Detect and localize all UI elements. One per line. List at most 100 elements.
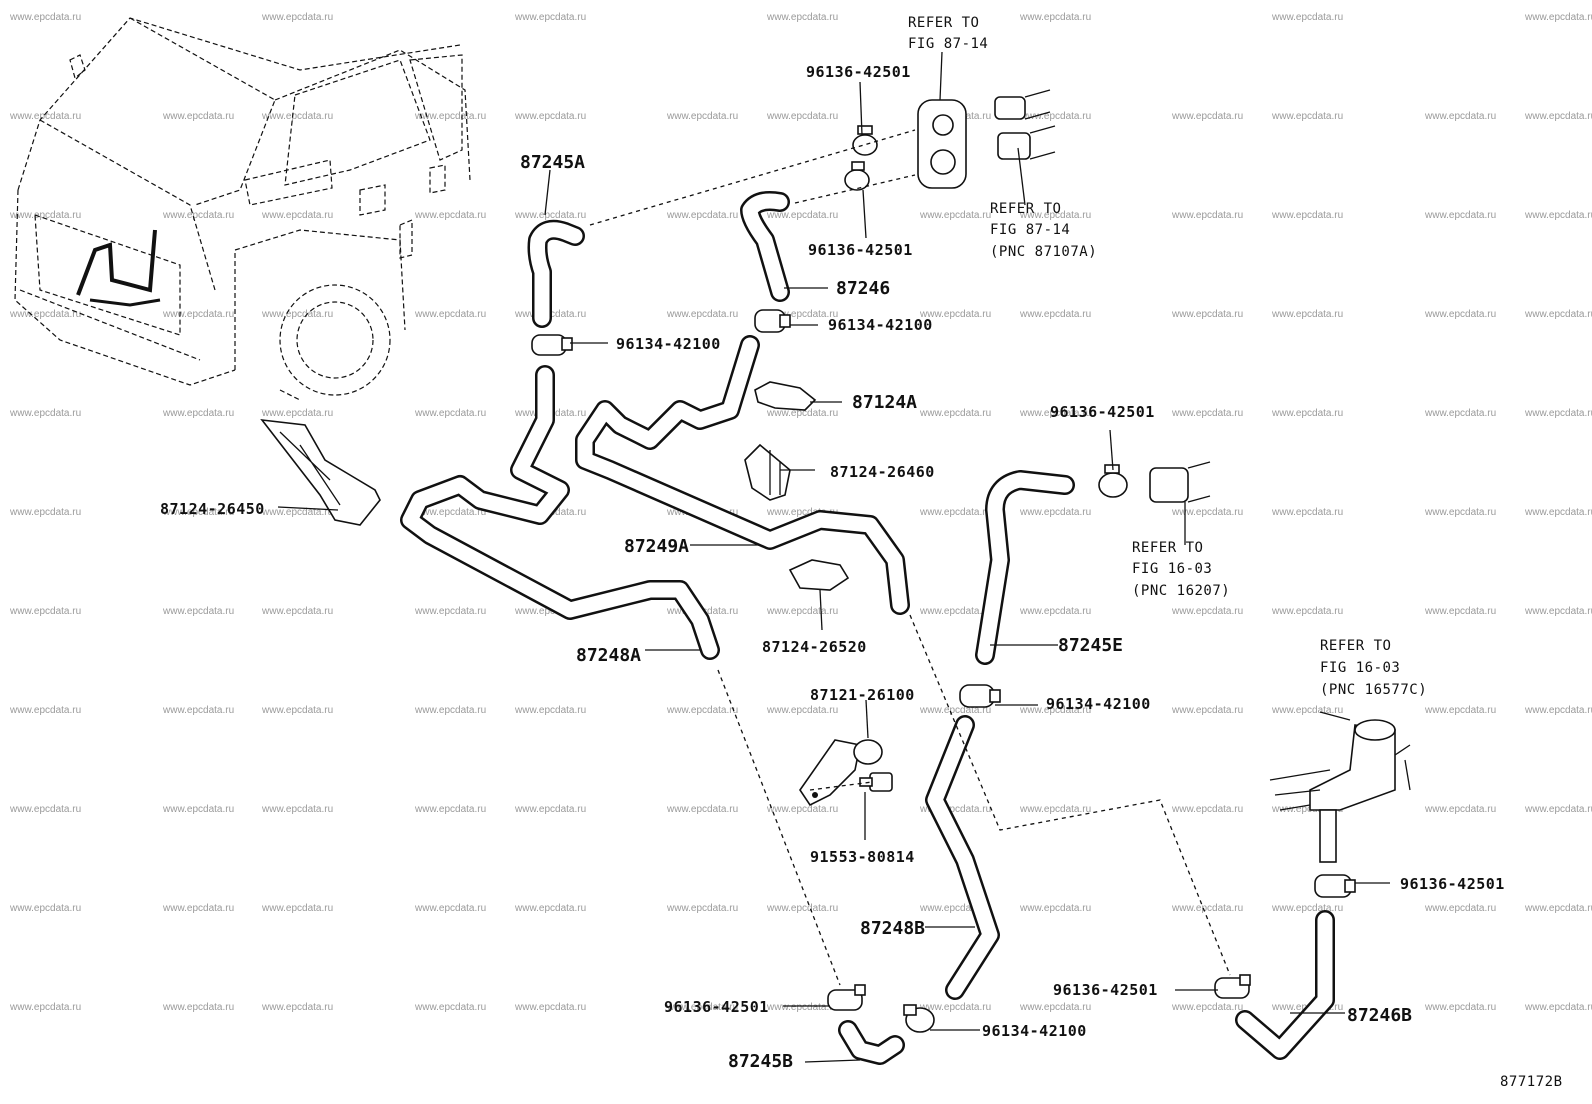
ref-note-2[interactable]: REFER TO FIG 87-14 (PNC 87107A) <box>990 201 1097 260</box>
clamp-96136-42501-upper <box>852 125 878 156</box>
watermark-text: www.epcdata.ru <box>1271 408 1343 419</box>
connection-lines <box>589 129 1231 986</box>
watermark-text: www.epcdata.ru <box>414 309 486 320</box>
callout-87245a[interactable]: 87245A <box>520 152 585 173</box>
watermark-text: www.epcdata.ru <box>162 507 234 518</box>
watermark-text: www.epcdata.ru <box>9 111 81 122</box>
watermark-text: www.epcdata.ru <box>919 903 991 914</box>
watermark-text: www.epcdata.ru <box>514 705 586 716</box>
callout-87124-26520[interactable]: 87124-26520 <box>762 638 867 656</box>
watermark-text: www.epcdata.ru <box>766 903 838 914</box>
callout-96134-42100-1[interactable]: 96134-42100 <box>616 335 721 353</box>
watermark-text: www.epcdata.ru <box>162 210 234 221</box>
watermark-text: www.epcdata.ru <box>1424 408 1496 419</box>
watermark-text: www.epcdata.ru <box>766 606 838 617</box>
ref-note-3[interactable]: REFER TO FIG 16-03 (PNC 16207) <box>1132 540 1230 599</box>
callout-87124-26450[interactable]: 87124-26450 <box>160 500 265 518</box>
watermark-text: www.epcdata.ru <box>1424 111 1496 122</box>
watermark-text: www.epcdata.ru <box>261 408 333 419</box>
callout-87246b[interactable]: 87246B <box>1347 1005 1412 1026</box>
watermark-text: www.epcdata.ru <box>666 309 738 320</box>
watermark-text: www.epcdata.ru <box>919 705 991 716</box>
callout-96136-42501-1[interactable]: 96136-42501 <box>806 63 911 81</box>
watermark-text: www.epcdata.ru <box>162 606 234 617</box>
watermark-text: www.epcdata.ru <box>1271 210 1343 221</box>
watermark-text: www.epcdata.ru <box>1424 507 1496 518</box>
callout-96136-42501-5[interactable]: 96136-42501 <box>664 998 769 1016</box>
ref-note-4[interactable]: REFER TO FIG 16-03 (PNC 16577C) <box>1320 638 1427 698</box>
watermark-text: www.epcdata.ru <box>1171 705 1243 716</box>
watermark-text: www.epcdata.ru <box>414 507 486 518</box>
hose-87245a <box>527 219 585 328</box>
watermark-text: www.epcdata.ru <box>261 507 333 518</box>
watermark-text: www.epcdata.ru <box>1424 705 1496 716</box>
watermark-text: www.epcdata.ru <box>9 210 81 221</box>
watermark-text: www.epcdata.ru <box>1271 606 1343 617</box>
watermark-text: www.epcdata.ru <box>414 804 486 815</box>
clamp-96134-42100-e <box>959 684 1001 708</box>
callout-87245e[interactable]: 87245E <box>1058 635 1123 656</box>
callout-96134-42100-2[interactable]: 96134-42100 <box>828 316 933 334</box>
watermark-text: www.epcdata.ru <box>666 705 738 716</box>
pipe-fitting-16577c <box>1269 719 1411 863</box>
callout-87246[interactable]: 87246 <box>836 278 890 299</box>
callout-96136-42501-2[interactable]: 96136-42501 <box>808 241 913 259</box>
watermark-text: www.epcdata.ru <box>1524 210 1592 221</box>
watermark-text: www.epcdata.ru <box>1424 309 1496 320</box>
watermark-text: www.epcdata.ru <box>919 210 991 221</box>
ref-note-1[interactable]: REFER TO FIG 87-14 <box>908 15 988 52</box>
callout-91553-80814[interactable]: 91553-80814 <box>810 848 915 866</box>
callout-87121-26100[interactable]: 87121-26100 <box>810 686 915 704</box>
clamp-96136-42501-b <box>827 984 866 1011</box>
hose-87245e <box>975 470 1075 665</box>
watermark-text: www.epcdata.ru <box>9 12 81 23</box>
ref-note-2-line1: REFER TO <box>990 201 1061 217</box>
callout-96134-42100-3[interactable]: 96134-42100 <box>1046 695 1151 713</box>
watermark-text: www.epcdata.ru <box>1271 705 1343 716</box>
watermark-text: www.epcdata.ru <box>1171 804 1243 815</box>
callout-96136-42501-3[interactable]: 96136-42501 <box>1050 403 1155 421</box>
watermark-text: www.epcdata.ru <box>1524 111 1592 122</box>
callout-96136-42501-6[interactable]: 96136-42501 <box>1400 875 1505 893</box>
clamp-96136-42501-mid <box>844 161 870 191</box>
watermark-text: www.epcdata.ru <box>261 12 333 23</box>
watermark-text: www.epcdata.ru <box>1271 12 1343 23</box>
watermark-text: www.epcdata.ru <box>766 111 838 122</box>
callout-87124a[interactable]: 87124A <box>852 392 917 413</box>
callout-96134-42100-4[interactable]: 96134-42100 <box>982 1022 1087 1040</box>
callout-87249a[interactable]: 87249A <box>624 536 689 557</box>
clamp-96136-42501-e <box>1098 464 1128 498</box>
watermark-text: www.epcdata.ru <box>261 606 333 617</box>
watermark-text: www.epcdata.ru <box>1524 309 1592 320</box>
leader-lines <box>277 51 1390 1063</box>
watermark-text: www.epcdata.ru <box>9 804 81 815</box>
watermark-text: www.epcdata.ru <box>162 1002 234 1013</box>
clamp-96134-42100-b <box>903 1004 935 1033</box>
callout-87248b[interactable]: 87248B <box>860 918 925 939</box>
callout-87248a[interactable]: 87248A <box>576 645 641 666</box>
ref-note-1-line1: REFER TO <box>908 15 979 31</box>
pipe-fitting-lower <box>997 125 1056 160</box>
hose-87248b <box>925 715 1000 1000</box>
callout-96136-42501-4[interactable]: 96136-42501 <box>1053 981 1158 999</box>
ref-note-1-line2: FIG 87-14 <box>908 36 988 52</box>
watermark-text: www.epcdata.ru <box>514 804 586 815</box>
watermark-text: www.epcdata.ru <box>1424 210 1496 221</box>
watermark-text: www.epcdata.ru <box>1271 111 1343 122</box>
watermark-text: www.epcdata.ru <box>261 111 333 122</box>
watermark-text: www.epcdata.ru <box>162 111 234 122</box>
watermark-text: www.epcdata.ru <box>162 705 234 716</box>
watermark-text: www.epcdata.ru <box>514 903 586 914</box>
clip-87124a <box>754 381 817 411</box>
watermark-text: www.epcdata.ru <box>261 804 333 815</box>
vehicle-hose-overlay <box>76 229 161 307</box>
watermark-text: www.epcdata.ru <box>514 606 586 617</box>
callout-87124-26460[interactable]: 87124-26460 <box>830 463 935 481</box>
ref-note-3-line3: (PNC 16207) <box>1132 583 1230 599</box>
heater-core-flange <box>917 99 967 189</box>
callout-87245b[interactable]: 87245B <box>728 1051 793 1072</box>
watermark-text: www.epcdata.ru <box>9 408 81 419</box>
watermark-text: www.epcdata.ru <box>1524 804 1592 815</box>
watermark-text: www.epcdata.ru <box>919 804 991 815</box>
watermark-text: www.epcdata.ru <box>514 12 586 23</box>
